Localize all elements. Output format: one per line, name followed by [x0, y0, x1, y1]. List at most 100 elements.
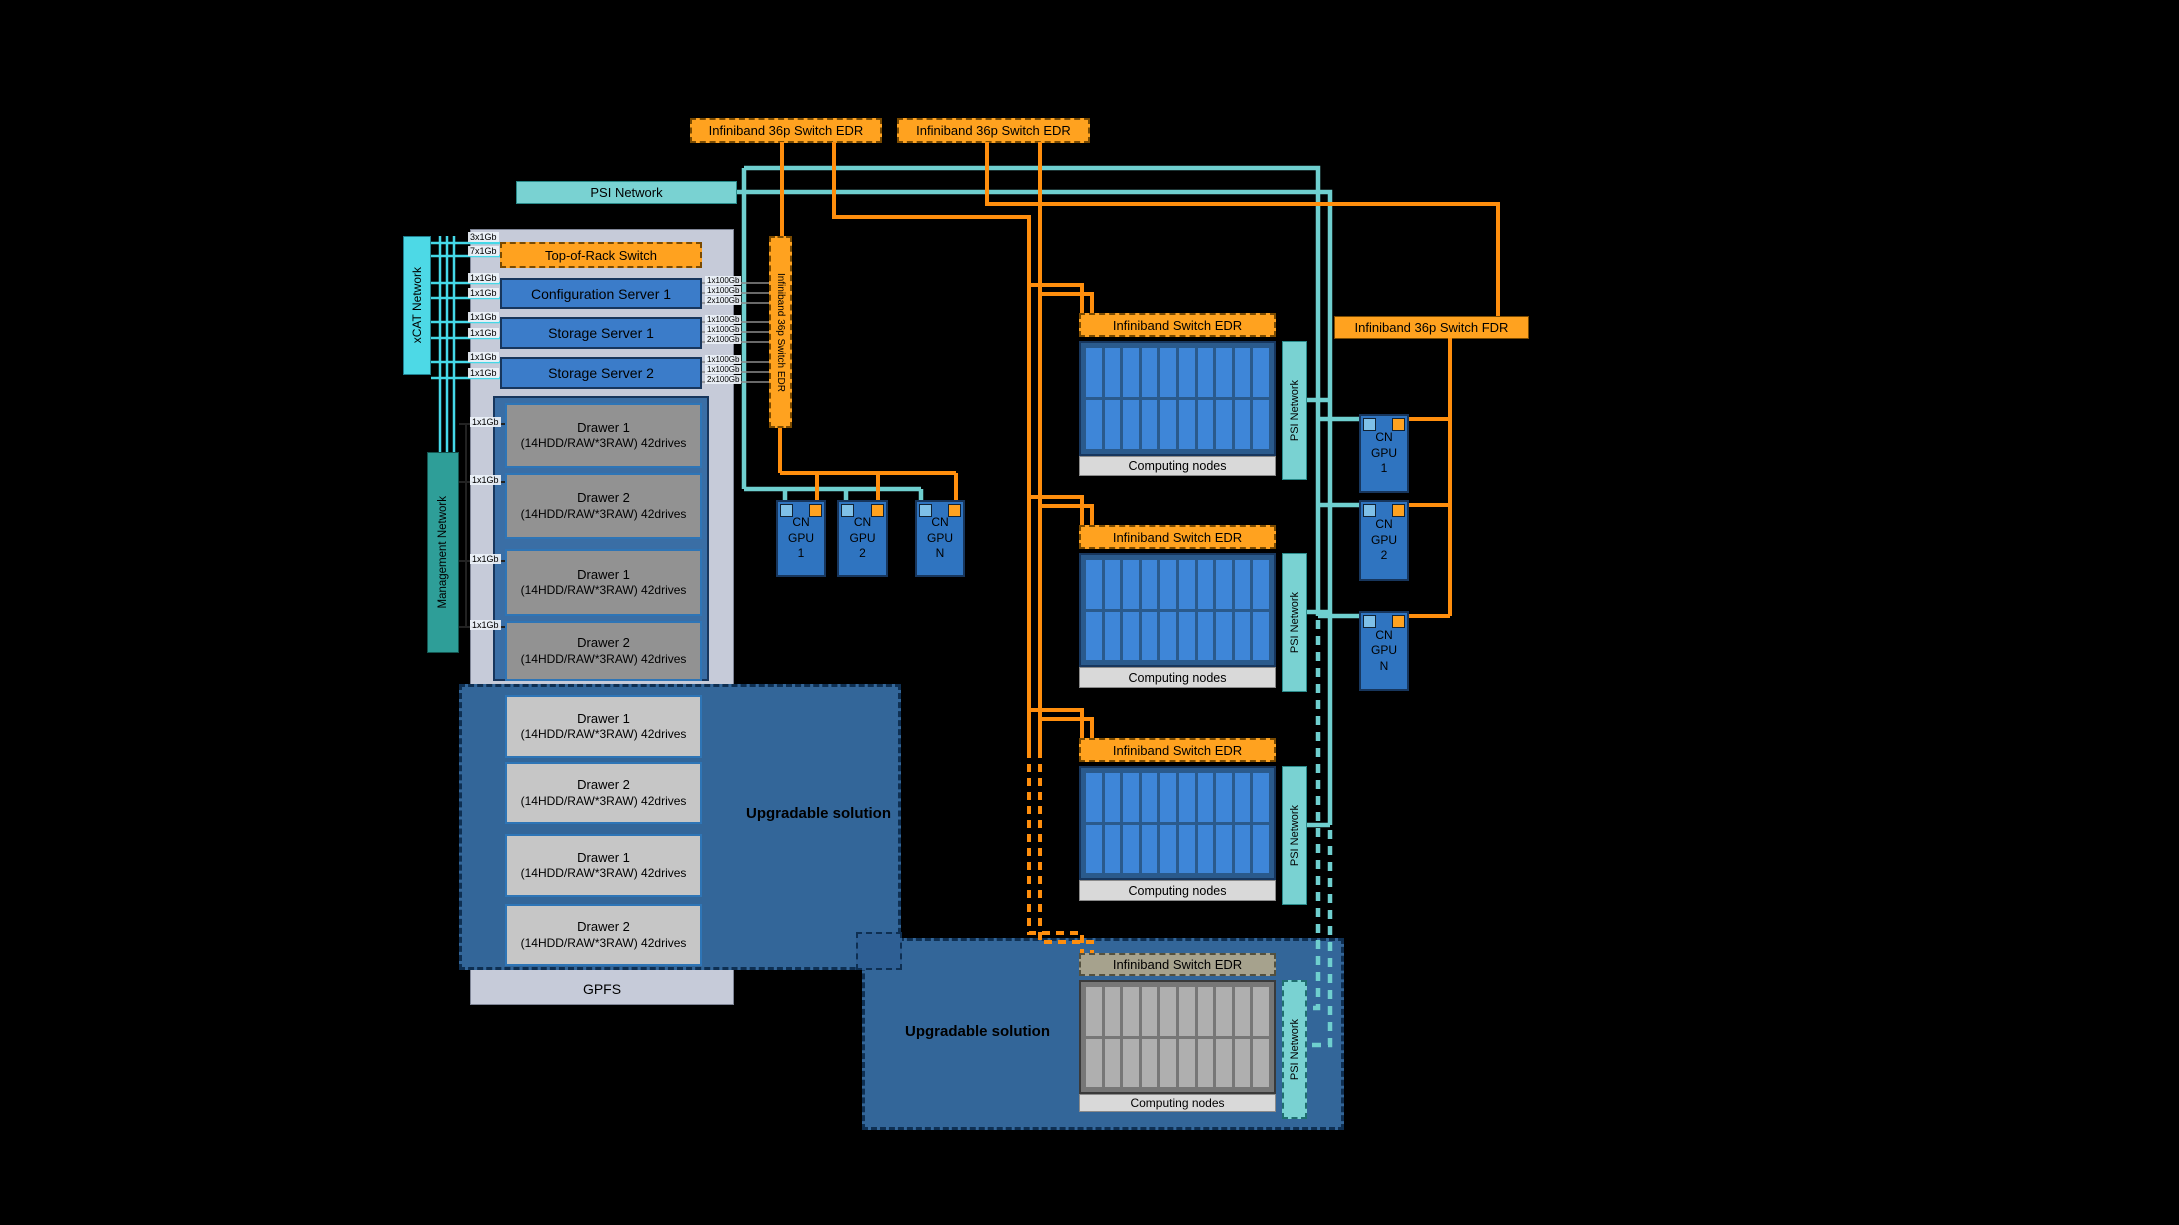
compute-node-cell: [1216, 824, 1232, 873]
infiniband-port-icon: [1392, 418, 1405, 431]
cn-gpu-left-1: CN GPU 1: [776, 500, 826, 577]
gpu-label: CN: [853, 515, 872, 530]
link-label: 2x100Gb: [705, 296, 742, 306]
gpu-label: GPU: [849, 530, 876, 545]
compute-group-4-caption: Computing nodes: [1079, 1094, 1276, 1112]
compute-node-cell: [1197, 773, 1214, 822]
compute-group-2-switch-label: Infiniband Switch EDR: [1112, 529, 1243, 545]
compute-node-cell: [1234, 400, 1251, 449]
infiniband-port-icon: [948, 504, 961, 517]
upgradable-solution-bottom-label: Upgradable solution: [905, 1023, 1051, 1040]
compute-node-cell: [1179, 987, 1195, 1036]
compute-node-cell: [1104, 987, 1121, 1036]
compute-node-cell: [1104, 773, 1121, 822]
drawer-title: Drawer 1: [577, 566, 630, 582]
compute-node-cell: [1141, 824, 1158, 873]
compute-node-cell: [1197, 1038, 1214, 1087]
psi-network-label: PSI Network: [1288, 1018, 1301, 1081]
drawer-subtitle: (14HDD/RAW*3RAW) 42drives: [520, 866, 687, 881]
cn-gpu-right-n: CN GPU N: [1359, 611, 1409, 691]
compute-node-cell: [1216, 1038, 1232, 1087]
compute-node-cell: [1141, 348, 1158, 397]
compute-group-3-caption: Computing nodes: [1079, 880, 1276, 901]
computing-nodes-label: Computing nodes: [1128, 670, 1227, 685]
computing-nodes-label: Computing nodes: [1128, 883, 1227, 898]
compute-node-cell: [1123, 773, 1139, 822]
gpu-label: GPU: [926, 530, 953, 545]
compute-node-cell: [1086, 348, 1102, 397]
compute-node-cell: [1104, 611, 1121, 660]
compute-node-grid: [1081, 343, 1274, 454]
psi-port-icon: [1363, 615, 1376, 628]
compute-node-cell: [1197, 611, 1214, 660]
compute-node-cell: [1160, 1038, 1176, 1087]
compute-node-cell: [1179, 773, 1195, 822]
link-label: 1x1Gb: [468, 368, 499, 379]
compute-node-cell: [1197, 560, 1214, 609]
compute-node-grid: [1081, 982, 1274, 1092]
drawer-subtitle: (14HDD/RAW*3RAW) 42drives: [520, 935, 687, 950]
compute-group-3-switch: Infiniband Switch EDR: [1079, 738, 1276, 762]
gpu-label: CN: [931, 515, 949, 530]
link-label: 1x100Gb: [705, 325, 742, 335]
compute-group-4-switch: Infiniband Switch EDR: [1079, 953, 1276, 976]
infiniband-edr-switch-vertical: Infiniband 36p Switch EDR: [769, 236, 792, 428]
configuration-server-1-label: Configuration Server 1: [530, 285, 672, 302]
compute-node-grid: [1081, 768, 1274, 878]
compute-node-cell: [1216, 400, 1232, 449]
gpu-label: N: [935, 546, 945, 561]
management-network-box: Management Network: [427, 452, 459, 653]
drawer-title: Drawer 1: [577, 419, 630, 435]
compute-node-cell: [1104, 400, 1121, 449]
compute-node-cell: [1141, 560, 1158, 609]
compute-node-cell: [1179, 1038, 1195, 1087]
infiniband-port-icon: [871, 504, 884, 517]
compute-node-cell: [1234, 348, 1251, 397]
link-label: 1x100Gb: [705, 365, 742, 375]
compute-node-cell: [1160, 987, 1176, 1036]
compute-node-cell: [1086, 824, 1102, 873]
top-of-rack-switch: Top-of-Rack Switch: [500, 242, 702, 268]
cn-gpu-right-2: CN GPU 2: [1359, 500, 1409, 581]
compute-node-cell: [1216, 348, 1232, 397]
compute-node-cell: [1253, 611, 1269, 660]
link-label: 1x100Gb: [705, 355, 742, 365]
link-label: 1x1Gb: [470, 475, 501, 486]
storage-drawer-5: Drawer 1 (14HDD/RAW*3RAW) 42drives: [505, 695, 702, 758]
link-label: 2x100Gb: [705, 335, 742, 345]
drawer-subtitle: (14HDD/RAW*3RAW) 42drives: [520, 793, 687, 808]
compute-node-cell: [1160, 611, 1176, 660]
compute-node-cell: [1179, 400, 1195, 449]
drawer-subtitle: (14HDD/RAW*3RAW) 42drives: [520, 506, 687, 521]
management-network-label: Management Network: [437, 496, 449, 609]
gpu-label: 1: [1380, 461, 1388, 476]
compute-node-cell: [1216, 987, 1232, 1036]
drawer-title: Drawer 2: [577, 490, 630, 506]
compute-node-cell: [1253, 824, 1269, 873]
drawer-title: Drawer 2: [577, 635, 630, 651]
compute-group-1-caption: Computing nodes: [1079, 456, 1276, 476]
compute-node-cell: [1216, 611, 1232, 660]
compute-node-cell: [1141, 987, 1158, 1036]
infiniband-edr-switch-1: Infiniband 36p Switch EDR: [690, 118, 882, 143]
link-label: 7x1Gb: [468, 246, 499, 257]
configuration-server-1: Configuration Server 1: [500, 278, 702, 309]
link-label: 1x1Gb: [468, 273, 499, 284]
compute-node-cell: [1253, 348, 1269, 397]
gpu-label: CN: [792, 515, 810, 530]
drawer-title: Drawer 1: [577, 710, 630, 726]
compute-node-cell: [1123, 824, 1139, 873]
compute-node-cell: [1086, 1038, 1102, 1087]
link-label: 1x100Gb: [705, 276, 742, 286]
upgradable-solution-left-label: Upgradable solution: [746, 805, 892, 822]
compute-node-cell: [1179, 560, 1195, 609]
compute-node-cell: [1141, 1038, 1158, 1087]
compute-node-cell: [1253, 1038, 1269, 1087]
drawer-subtitle: (14HDD/RAW*3RAW) 42drives: [520, 651, 687, 666]
link-label: 1x1Gb: [468, 352, 499, 363]
storage-server-1-label: Storage Server 1: [548, 325, 654, 341]
compute-node-cell: [1197, 824, 1214, 873]
compute-node-cell: [1179, 348, 1195, 397]
compute-group-2-nodes: [1079, 553, 1276, 667]
compute-group-1-switch-label: Infiniband Switch EDR: [1112, 317, 1243, 333]
